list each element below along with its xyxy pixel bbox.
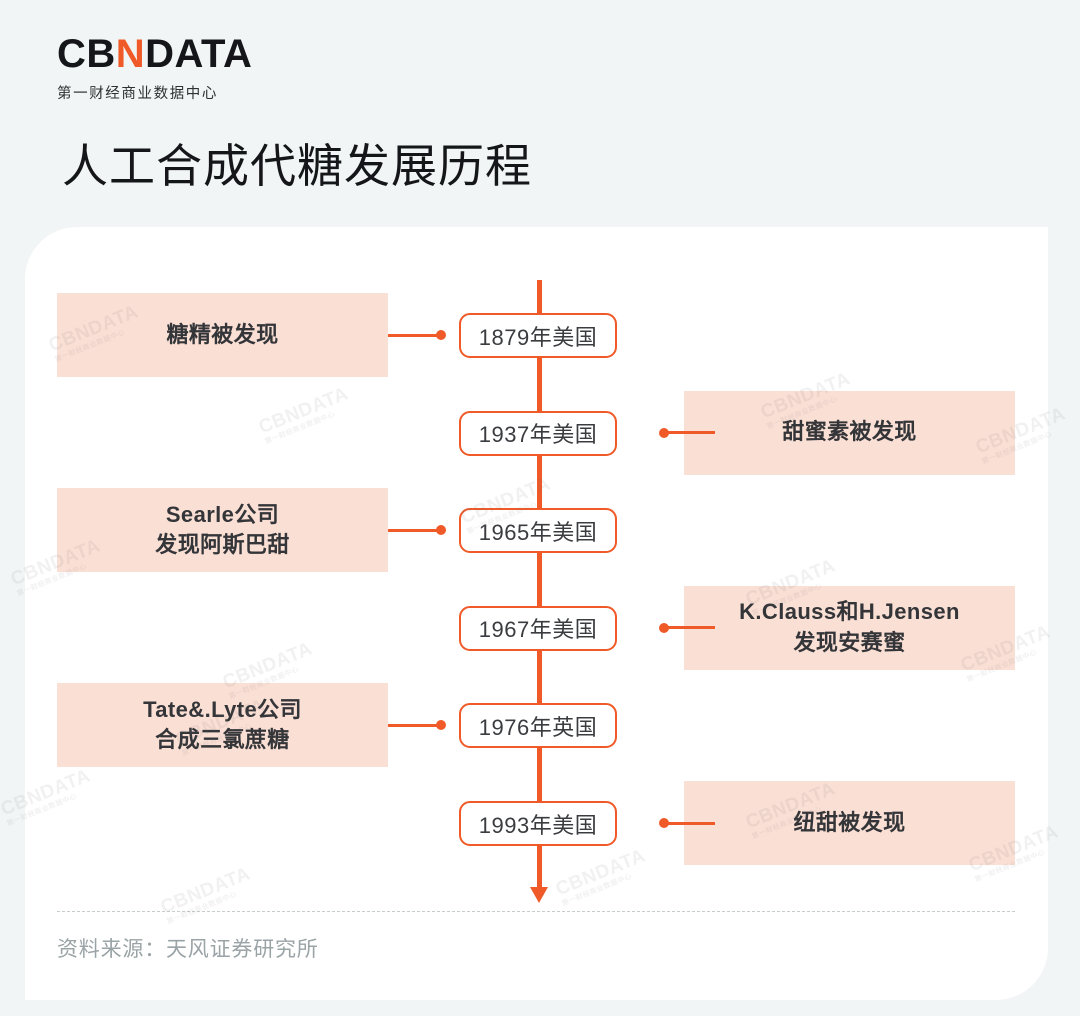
source-note: 资料来源：天风证券研究所	[57, 938, 319, 961]
content-card: 糖精被发现 1879年美国甜蜜素被发现 1937年美国 Searle公司发现阿斯巴甜 1…	[25, 227, 1048, 1000]
timeline-spine	[537, 280, 542, 895]
event-connector-line	[388, 723, 440, 727]
event-year-pill[interactable]: 1993年美国	[459, 801, 617, 846]
logo-accent-letter: N	[115, 32, 146, 76]
event-label-text: 纽甜被发现	[793, 808, 905, 838]
event-connector-line	[663, 626, 715, 630]
event-connector-line	[388, 333, 440, 337]
event-label-text: Searle公司发现阿斯巴甜	[155, 500, 289, 561]
event-label-line: Searle公司	[165, 501, 280, 527]
event-label-line: 发现安赛蜜	[793, 629, 906, 655]
event-connector-line	[388, 528, 440, 532]
event-label-box: 糖精被发现	[57, 293, 388, 377]
event-year-pill[interactable]: 1967年美国	[459, 605, 617, 651]
event-connector-dot	[436, 720, 446, 731]
logo-subtitle: 第一财经商业数据中心	[57, 86, 218, 102]
event-label-text: 甜蜜素被发现	[782, 417, 916, 447]
event-connector-line	[663, 431, 715, 435]
event-label-line: 纽甜被发现	[793, 809, 906, 835]
event-connector-dot	[659, 818, 669, 828]
event-year-pill[interactable]: 1965年美国	[459, 508, 617, 554]
event-year-pill[interactable]: 1937年美国	[459, 410, 617, 456]
event-label-box: K.Clauss和H.Jensen 发现安赛蜜	[684, 585, 1015, 670]
event-label-box: 纽甜被发现	[684, 781, 1015, 865]
event-label-line: 糖精被发现	[166, 321, 279, 347]
timeline: 糖精被发现 1879年美国甜蜜素被发现 1937年美国 Searle公司发现阿斯巴甜 1…	[25, 227, 1048, 1000]
event-label-line: K.Clauss和H.Jensen	[739, 599, 960, 625]
event-label-line: 甜蜜素被发现	[782, 419, 917, 445]
event-year-pill[interactable]: 1976年英国	[459, 703, 617, 749]
event-label-text: K.Clauss和H.Jensen 发现安赛蜜	[739, 597, 960, 658]
event-connector-line	[663, 821, 715, 825]
event-label-line: 发现阿斯巴甜	[155, 532, 290, 558]
event-label-text: Tate&.Lyte公司合成三氯蔗糖	[143, 695, 302, 756]
event-connector-dot	[436, 330, 446, 340]
event-label-box: Tate&.Lyte公司合成三氯蔗糖	[57, 683, 388, 768]
page-title: 人工合成代糖发展历程	[62, 140, 532, 192]
timeline-arrow-icon	[530, 887, 548, 903]
event-label-box: 甜蜜素被发现	[684, 390, 1015, 475]
event-label-box: Searle公司发现阿斯巴甜	[57, 488, 388, 573]
event-connector-dot	[436, 525, 446, 536]
event-label-line: 合成三氯蔗糖	[155, 727, 290, 753]
logo-wordmark: CBNDATA	[57, 34, 252, 74]
footer-divider	[57, 911, 1015, 912]
brand-logo: CBNDATA 第一财经商业数据中心	[57, 34, 252, 103]
event-year-pill[interactable]: 1879年美国	[459, 313, 617, 358]
logo-prefix: CB	[57, 32, 116, 76]
event-label-text: 糖精被发现	[166, 320, 278, 350]
event-connector-dot	[659, 622, 669, 633]
event-label-line: Tate&.Lyte公司	[143, 697, 302, 723]
event-connector-dot	[659, 427, 669, 438]
logo-suffix: DATA	[145, 32, 253, 76]
